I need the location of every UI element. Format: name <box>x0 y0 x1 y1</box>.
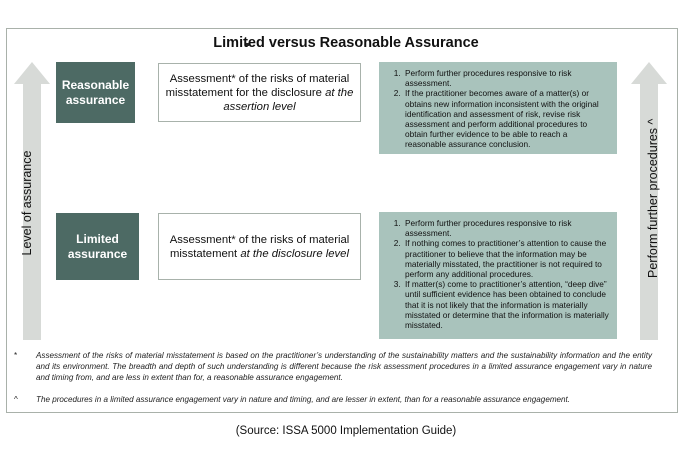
limited-assurance-box: Limited assurance <box>56 213 139 280</box>
limited-assessment-plain: Assessment* of the risks of material mis… <box>169 233 350 260</box>
footnote-symbol: * <box>14 351 18 360</box>
reasonable-assessment-box: Assessment* of the risks of material mis… <box>158 63 361 122</box>
right-axis-label: Perform further procedures ^ <box>646 118 660 278</box>
limited-assessment-box: Assessment* of the risks of material mis… <box>158 213 361 280</box>
reasonable-assessment-plain: Assessment* of the risks of material mis… <box>165 72 350 99</box>
list-item: If nothing comes to practitioner’s atten… <box>403 238 609 279</box>
reasonable-procedures-box: Perform further procedures responsive to… <box>379 62 617 154</box>
limited-assessment-text: Assessment* of the risks of material mis… <box>165 233 354 261</box>
title-bullet <box>246 43 249 46</box>
limited-assessment-italic: at the disclosure level <box>240 247 349 260</box>
list-item: Perform further procedures responsive to… <box>403 218 609 238</box>
limited-assurance-label: Limited assurance <box>67 231 128 261</box>
footnote-asterisk: * Assessment of the risks of material mi… <box>14 350 652 386</box>
footnote-text: Assessment of the risks of material miss… <box>36 351 652 382</box>
limited-procedures-list: Perform further procedures responsive to… <box>385 218 609 330</box>
footnote-symbol: ^ <box>14 395 18 404</box>
footnote-caret: ^ The procedures in a limited assurance … <box>14 394 652 408</box>
left-up-arrow <box>14 62 50 340</box>
left-axis-label: Level of assurance <box>20 150 34 256</box>
reasonable-procedures-list: Perform further procedures responsive to… <box>385 68 609 150</box>
right-up-arrow <box>631 62 667 340</box>
list-item: Perform further procedures responsive to… <box>403 68 609 88</box>
footnote-text: The procedures in a limited assurance en… <box>36 395 571 404</box>
reasonable-assessment-italic: at the assertion level <box>223 86 354 113</box>
reasonable-assurance-label: Reasonable assurance <box>61 77 130 107</box>
reasonable-assurance-box: Reasonable assurance <box>56 62 135 123</box>
title-text: Limited versus Reasonable Assurance <box>213 35 479 51</box>
source-caption: (Source: ISSA 5000 Implementation Guide) <box>235 425 457 437</box>
list-item: If matter(s) come to practitioner’s atte… <box>403 279 609 330</box>
diagram-title: Limited versus Reasonable Assurance <box>0 35 692 51</box>
reasonable-assessment-text: Assessment* of the risks of material mis… <box>165 72 354 114</box>
limited-procedures-box: Perform further procedures responsive to… <box>379 212 617 339</box>
list-item: If the practitioner becomes aware of a m… <box>403 88 609 149</box>
